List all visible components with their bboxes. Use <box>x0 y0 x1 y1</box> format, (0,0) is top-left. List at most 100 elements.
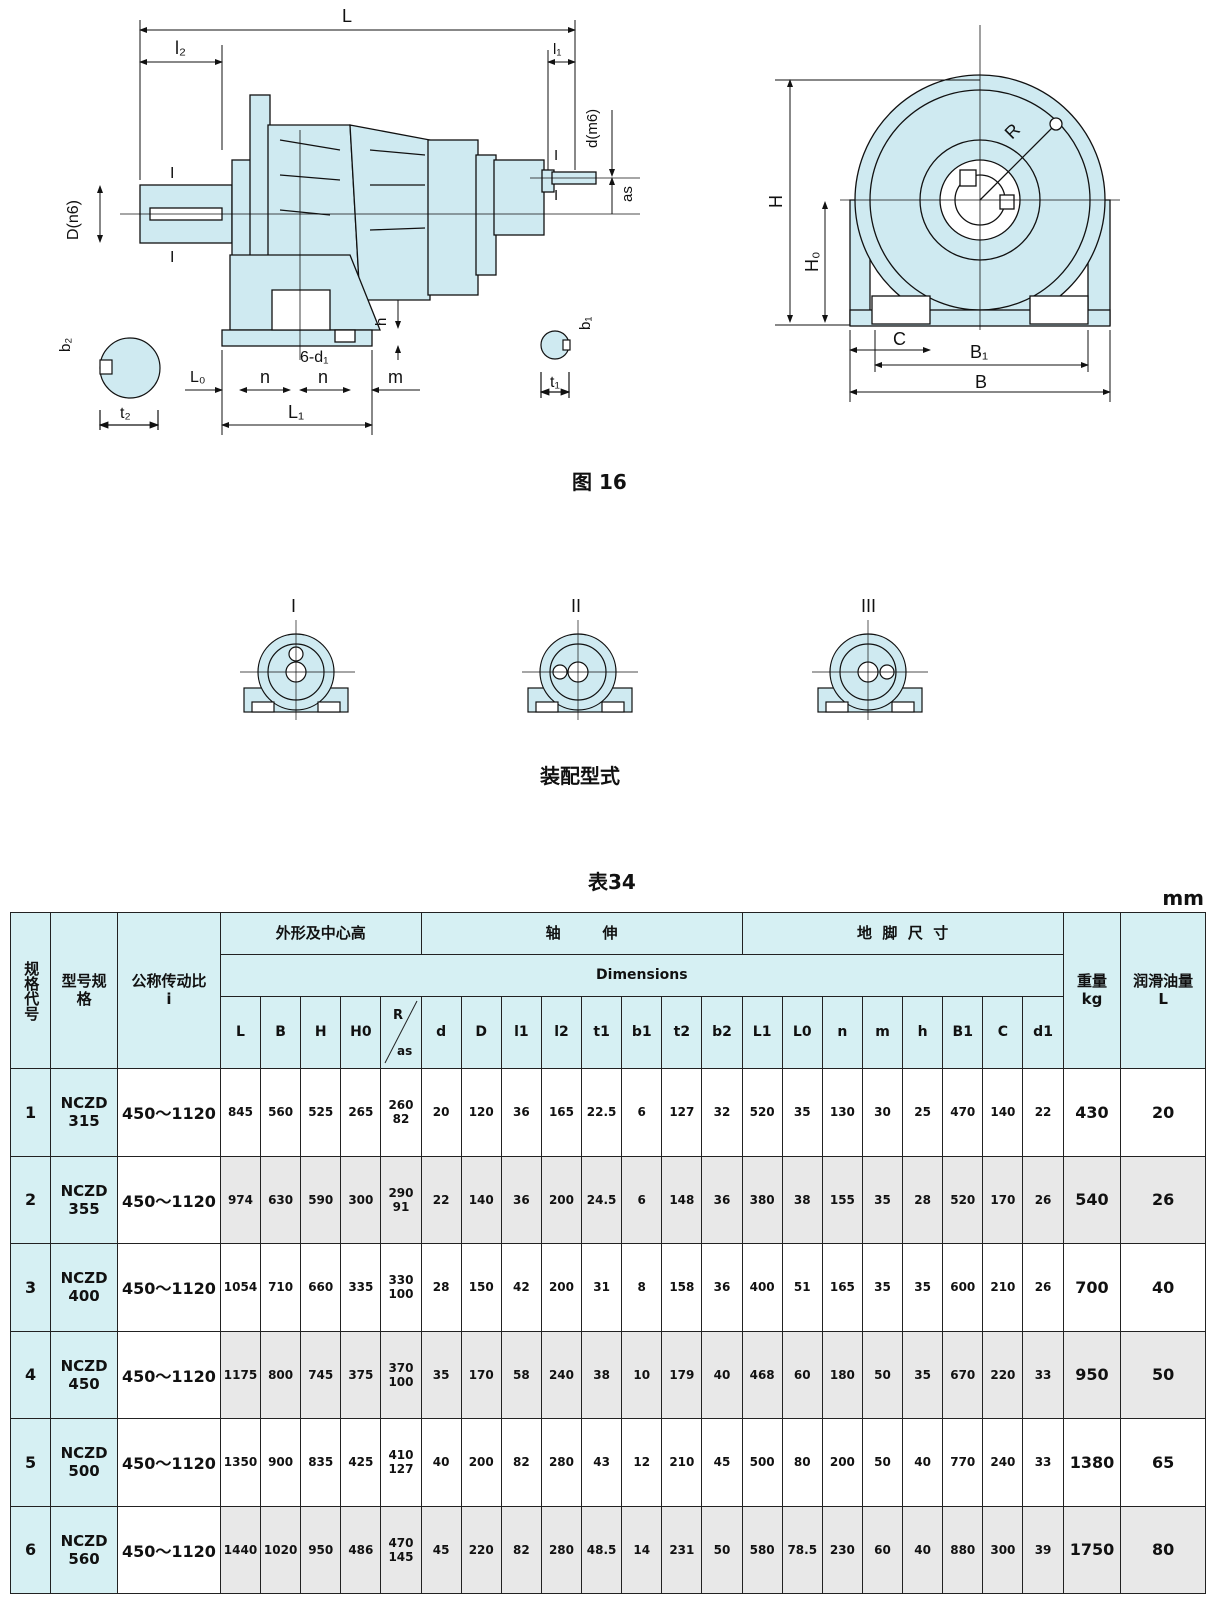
cell-b1: 10 <box>621 1330 663 1419</box>
label-I-shaft-bottom: I <box>554 187 558 204</box>
table-caption: 表34 <box>588 870 636 894</box>
cell-ratio: 450～1120 <box>117 1330 221 1419</box>
cell-h: 35 <box>902 1330 944 1419</box>
label-D: D(n6) <box>65 200 82 240</box>
header-H0: H0 <box>340 996 382 1069</box>
header-code: 规格代号 <box>9 912 52 1069</box>
cell-b2: 36 <box>701 1243 743 1332</box>
cell-H: 745 <box>300 1330 342 1419</box>
model-line-1: NCZD <box>60 1094 108 1113</box>
cell-l2: 240 <box>540 1330 583 1419</box>
unit-label: mm <box>1162 886 1204 910</box>
header-model: 型号规格 <box>50 912 119 1069</box>
cell-code: 6 <box>9 1505 52 1594</box>
cell-code: 4 <box>9 1330 52 1419</box>
label-n-2: n <box>318 367 328 387</box>
cell-t2: 148 <box>661 1155 703 1244</box>
cell-n: 180 <box>821 1330 863 1419</box>
cell-oil: 50 <box>1120 1330 1206 1419</box>
header-d1: d1 <box>1022 996 1064 1069</box>
cell-t1: 31 <box>581 1243 623 1332</box>
label-H0: H₀ <box>802 252 822 272</box>
header-n: n <box>821 996 863 1069</box>
cell-as: 91 <box>392 1199 410 1214</box>
header-l1: l1 <box>500 996 542 1069</box>
cell-b1: 14 <box>621 1505 663 1594</box>
header-L1: L1 <box>741 996 783 1069</box>
label-I-shaft-top: I <box>554 147 558 164</box>
header-d: d <box>420 996 462 1069</box>
cell-L1: 520 <box>741 1068 783 1157</box>
cell-code: 2 <box>9 1155 52 1244</box>
cell-H0: 486 <box>340 1505 382 1594</box>
cell-oil: 65 <box>1120 1418 1206 1507</box>
cell-m: 35 <box>861 1155 904 1244</box>
model-line-2: 400 <box>68 1287 100 1306</box>
cell-d1: 22 <box>1022 1068 1064 1157</box>
cell-d1: 33 <box>1022 1418 1064 1507</box>
cell-l2: 280 <box>540 1418 583 1507</box>
header-D: D <box>460 996 502 1069</box>
cell-d1: 33 <box>1022 1330 1064 1419</box>
cell-B: 630 <box>260 1155 302 1244</box>
cell-ratio: 450～1120 <box>117 1243 221 1332</box>
cell-as: 82 <box>392 1112 410 1127</box>
cell-b2: 45 <box>701 1418 743 1507</box>
cell-d: 20 <box>420 1068 462 1157</box>
cell-H: 950 <box>300 1505 342 1594</box>
cell-h: 28 <box>902 1155 944 1244</box>
cell-l1: 36 <box>500 1155 542 1244</box>
cell-D: 220 <box>460 1505 502 1594</box>
header-B1: B1 <box>942 996 984 1069</box>
cell-l2: 200 <box>540 1243 583 1332</box>
label-B: B <box>975 372 987 392</box>
cell-l2: 200 <box>540 1155 583 1244</box>
header-L0: L0 <box>781 996 823 1069</box>
cell-L0: 51 <box>781 1243 823 1332</box>
cell-h: 35 <box>902 1243 944 1332</box>
cell-t1: 22.5 <box>581 1068 623 1157</box>
header-R-as: R as <box>380 996 422 1069</box>
cell-L1: 380 <box>741 1155 783 1244</box>
cell-l2: 165 <box>540 1068 583 1157</box>
cell-C: 170 <box>982 1155 1024 1244</box>
header-t1: t1 <box>581 996 623 1069</box>
cell-R: 260 <box>388 1098 414 1113</box>
cell-weight: 1750 <box>1062 1505 1122 1594</box>
header-group-foot: 地 脚 尺 寸 <box>741 912 1064 955</box>
cell-b1: 8 <box>621 1243 663 1332</box>
label-L0: L₀ <box>190 369 206 386</box>
header-oil: 润滑油量 L <box>1120 912 1206 1069</box>
cell-L0: 35 <box>781 1068 823 1157</box>
cell-h: 40 <box>902 1505 944 1594</box>
cell-R: 410 <box>388 1448 414 1463</box>
header-weight: 重量 kg <box>1062 912 1122 1069</box>
cell-oil: 80 <box>1120 1505 1206 1594</box>
spec-table: 规格代号 型号规格 公称传动比 i 外形及中心高 轴 伸 地 脚 尺 寸 重量 … <box>9 912 1206 1594</box>
cell-d: 35 <box>420 1330 462 1419</box>
cell-b1: 6 <box>621 1155 663 1244</box>
cell-d: 28 <box>420 1243 462 1332</box>
cell-h: 40 <box>902 1418 944 1507</box>
model-line-2: 450 <box>68 1374 100 1393</box>
cell-l1: 42 <box>500 1243 542 1332</box>
cell-b2: 40 <box>701 1330 743 1419</box>
cell-H0: 425 <box>340 1418 382 1507</box>
header-group-shaft: 轴 伸 <box>420 912 743 955</box>
label-m: m <box>388 367 403 387</box>
cell-as: 100 <box>388 1287 414 1302</box>
cell-B1: 600 <box>942 1243 984 1332</box>
cell-ratio: 450～1120 <box>117 1418 221 1507</box>
cell-B: 900 <box>260 1418 302 1507</box>
key-section-right <box>539 330 571 398</box>
assembly-label-I: I <box>291 596 296 616</box>
cell-L1: 468 <box>741 1330 783 1419</box>
label-I-top: I <box>170 165 174 182</box>
cell-oil: 26 <box>1120 1155 1206 1244</box>
